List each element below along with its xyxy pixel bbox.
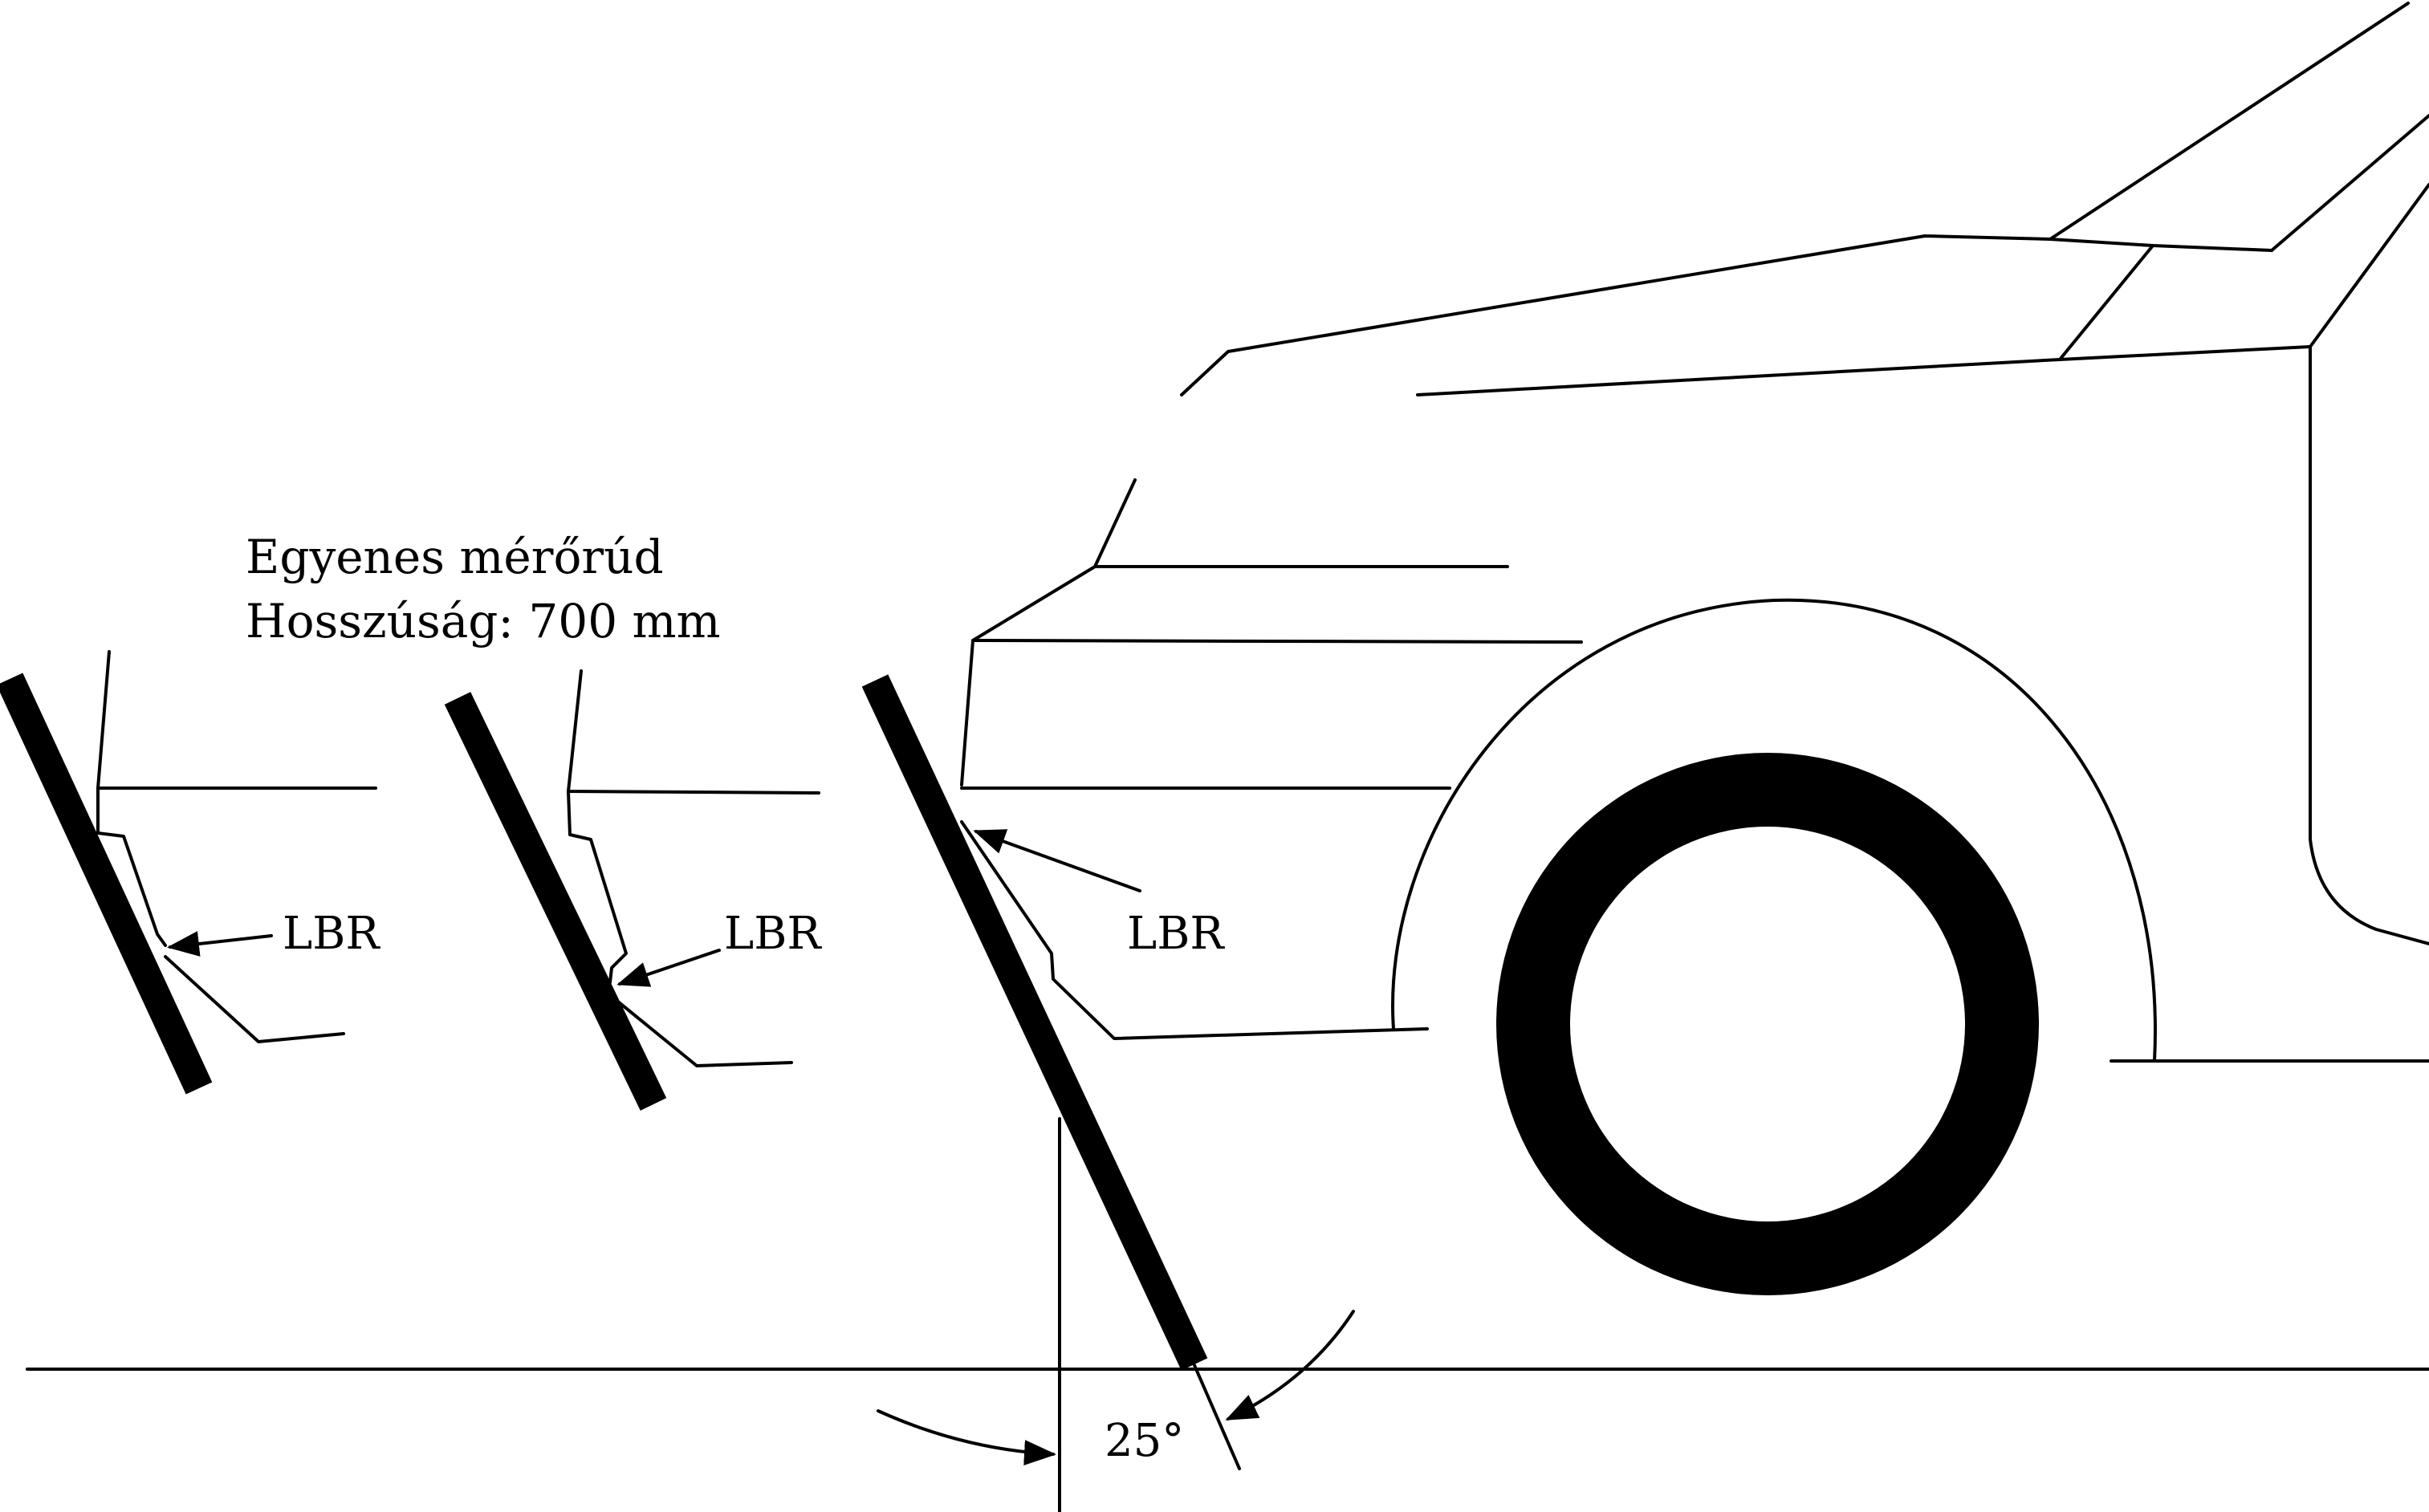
caption-line-2: Hosszúság: 700 mm <box>246 594 721 648</box>
car-body-outline <box>960 2 2429 1063</box>
measuring-rod-main <box>861 674 1208 1371</box>
angle-arrow-left <box>877 1409 1056 1466</box>
angle-arrow-right <box>1225 1310 1355 1421</box>
caption-line-1: Egyenes mérőrúd <box>246 530 664 584</box>
measuring-rod-middle <box>444 692 667 1111</box>
detail-profile-middle <box>444 669 820 1111</box>
lbr-arrow-middle <box>616 949 721 987</box>
lbr-arrow-left <box>167 931 273 957</box>
detail-profile-left <box>0 650 377 1095</box>
detail-profile-main <box>861 674 1355 1512</box>
lbr-label-left: LBR <box>283 908 380 960</box>
angle-label: 25° <box>1105 1415 1184 1467</box>
rod-extension-line <box>1190 1356 1241 1470</box>
lbr-arrow-main <box>973 829 1141 892</box>
lbr-label-main: LBR <box>1127 908 1225 960</box>
front-wheel <box>1496 753 2039 1295</box>
lbr-label-middle: LBR <box>724 908 822 960</box>
measuring-rod-left <box>0 673 213 1095</box>
